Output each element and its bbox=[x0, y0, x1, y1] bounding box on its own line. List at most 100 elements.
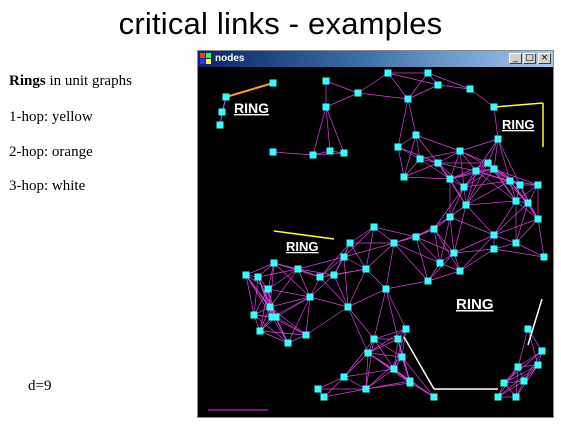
graph-node bbox=[390, 239, 398, 247]
graph-edge bbox=[317, 376, 345, 390]
graph-edge bbox=[459, 138, 499, 152]
graph-node bbox=[364, 349, 372, 357]
graph-edge bbox=[527, 328, 539, 366]
graph-edge bbox=[393, 328, 407, 370]
graph-edge bbox=[367, 338, 399, 354]
graph-node bbox=[446, 213, 454, 221]
hop2-legend: 2-hop: orange bbox=[9, 144, 93, 160]
graph-edge bbox=[347, 288, 387, 308]
graph-node bbox=[326, 147, 334, 155]
graph-edge bbox=[437, 150, 461, 164]
graph-node bbox=[316, 273, 324, 281]
graph-node bbox=[394, 143, 402, 151]
graph-node bbox=[534, 181, 542, 189]
graph-edge bbox=[245, 262, 275, 276]
graph-edge bbox=[333, 274, 349, 308]
rings-bold-word: Rings bbox=[9, 73, 46, 89]
graph-edge bbox=[397, 98, 409, 148]
maximize-button[interactable]: □ bbox=[523, 53, 536, 64]
ring-label-2: RING bbox=[502, 117, 535, 132]
graph-edge bbox=[515, 218, 539, 244]
graph-node bbox=[534, 215, 542, 223]
graph-node bbox=[254, 273, 262, 281]
graph-node bbox=[490, 231, 498, 239]
graph-edge bbox=[401, 356, 435, 398]
graph-edge bbox=[449, 168, 495, 180]
graph-edge bbox=[365, 338, 375, 390]
graph-node bbox=[424, 277, 432, 285]
graph-node bbox=[384, 69, 392, 77]
graph-edge bbox=[465, 200, 517, 206]
graph-edge bbox=[527, 328, 543, 352]
graph-edge bbox=[325, 106, 345, 154]
graph-node bbox=[540, 253, 548, 261]
graph-edge bbox=[385, 288, 407, 330]
graph-edge bbox=[393, 242, 441, 264]
close-button[interactable]: × bbox=[538, 53, 551, 64]
graph-node bbox=[512, 197, 520, 205]
graph-node bbox=[370, 335, 378, 343]
graph-edge bbox=[357, 92, 409, 100]
graph-node bbox=[446, 175, 454, 183]
graph-edge bbox=[427, 252, 455, 282]
graph-edge bbox=[419, 158, 451, 180]
graph-edge bbox=[397, 146, 405, 178]
graph-node bbox=[450, 249, 458, 257]
graph-edge bbox=[343, 226, 375, 258]
graph-edge bbox=[365, 380, 411, 390]
graph-edge bbox=[515, 202, 529, 244]
graph-node bbox=[402, 325, 410, 333]
graph-node bbox=[494, 393, 502, 401]
graph-node bbox=[466, 85, 474, 93]
graph-node bbox=[222, 93, 230, 101]
graph-edge bbox=[419, 150, 461, 160]
ring-edges bbox=[225, 82, 544, 390]
graph-edge bbox=[397, 146, 439, 164]
graph-edge bbox=[272, 151, 314, 156]
graph-edge bbox=[365, 368, 395, 390]
graph-edge bbox=[267, 262, 275, 290]
graph-node bbox=[520, 377, 528, 385]
graph-node bbox=[506, 177, 514, 185]
graph-node bbox=[322, 103, 330, 111]
graph-edge bbox=[487, 138, 499, 164]
graph-edge bbox=[253, 276, 259, 316]
graph-edge bbox=[403, 176, 451, 180]
graph-edge bbox=[493, 168, 539, 186]
graph-node bbox=[412, 233, 420, 241]
graph-node bbox=[256, 327, 264, 335]
graph-edge bbox=[269, 306, 307, 336]
graph-edge bbox=[257, 268, 299, 278]
graph-node bbox=[268, 313, 276, 321]
graph-edge bbox=[245, 274, 269, 290]
graph-edge bbox=[365, 242, 395, 270]
minimize-button[interactable]: _ bbox=[509, 53, 522, 64]
graph-node bbox=[460, 183, 468, 191]
graph-edge bbox=[437, 162, 477, 172]
window-titlebar[interactable]: nodes _ □ × bbox=[198, 51, 553, 67]
graph-edge bbox=[437, 84, 471, 90]
graph-node bbox=[436, 259, 444, 267]
graph-node bbox=[456, 267, 464, 275]
graph-edge bbox=[325, 92, 359, 108]
graph-edge bbox=[407, 72, 429, 100]
graph-edge bbox=[433, 228, 455, 254]
graph-edge bbox=[343, 368, 395, 378]
graph-edge bbox=[415, 134, 461, 152]
graph-edge bbox=[459, 234, 495, 272]
graph-edge bbox=[393, 338, 399, 370]
graph-node bbox=[382, 285, 390, 293]
graph-node bbox=[390, 365, 398, 373]
graph-edge bbox=[271, 316, 289, 344]
rings-rest-text: in unit graphs bbox=[45, 73, 132, 89]
graph-edge bbox=[309, 296, 349, 308]
graph-edge bbox=[367, 352, 395, 370]
graph-node bbox=[250, 311, 258, 319]
graph-edge bbox=[347, 306, 369, 354]
ring-label-1: RING bbox=[234, 100, 269, 116]
graph-node bbox=[344, 303, 352, 311]
graph-edge bbox=[407, 84, 439, 100]
graph-edge bbox=[393, 236, 417, 244]
graph-edge bbox=[347, 268, 367, 308]
